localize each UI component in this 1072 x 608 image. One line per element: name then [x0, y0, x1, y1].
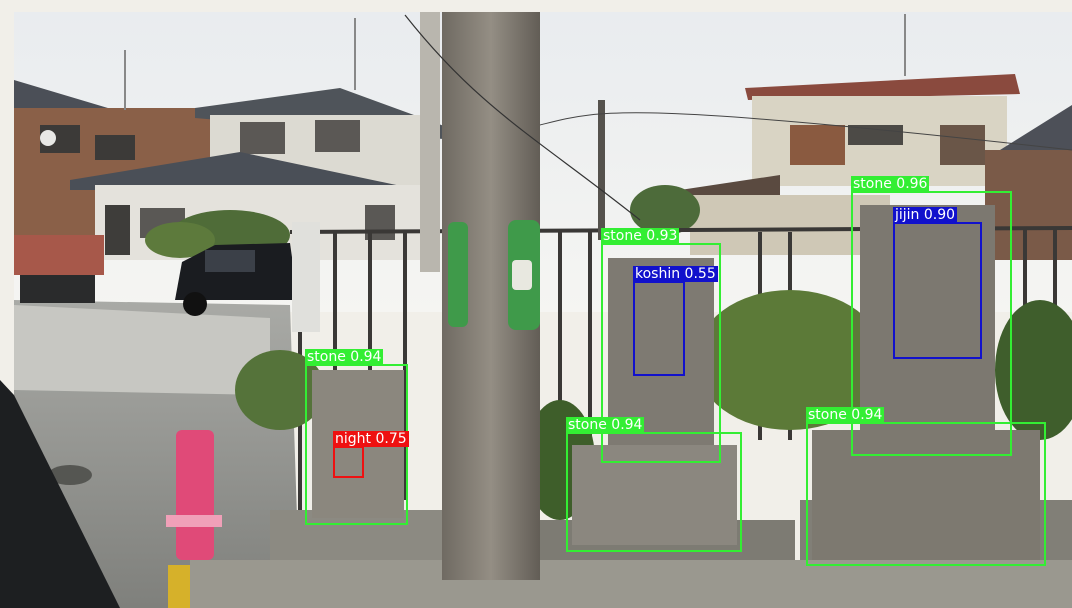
detection-label: jijin 0.90: [893, 207, 958, 223]
detection-box: stone 0.94: [806, 407, 1046, 566]
detection-label: stone 0.93: [601, 228, 680, 244]
detection-box: stone 0.93: [601, 228, 721, 463]
detection-box: jijin 0.90: [893, 207, 982, 359]
detection-label: stone 0.96: [851, 176, 930, 192]
detection-box: stone 0.96: [851, 176, 1012, 456]
detection-label: stone 0.94: [806, 407, 885, 423]
black-car: [175, 243, 298, 316]
detection-box: stone 0.94: [305, 349, 408, 525]
detection-label: koshin 0.55: [633, 266, 718, 282]
detection-box: koshin 0.55: [633, 266, 718, 376]
detection-box: night 0.75: [333, 431, 409, 478]
detection-label: night 0.75: [333, 431, 409, 447]
detection-label: stone 0.94: [305, 349, 384, 365]
right-house: [680, 74, 1072, 260]
detection-label: stone 0.94: [566, 417, 645, 433]
detection-box: stone 0.94: [566, 417, 742, 552]
